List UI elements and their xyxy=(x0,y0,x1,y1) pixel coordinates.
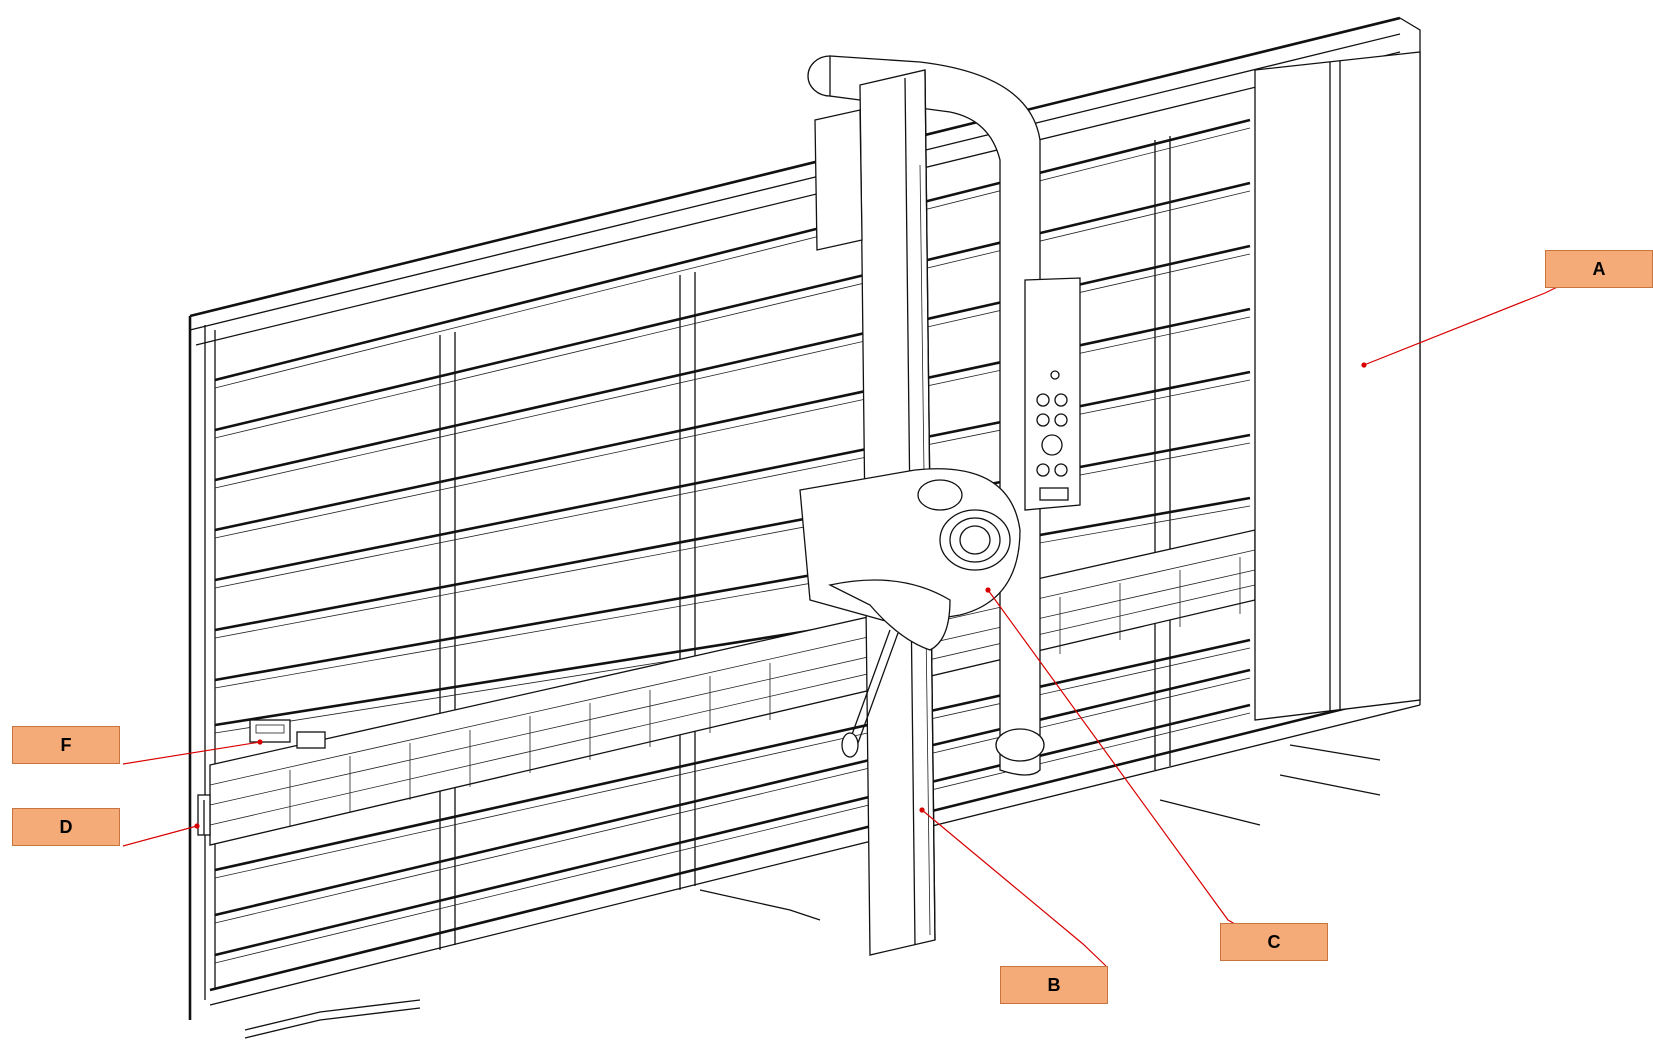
lever xyxy=(197,794,211,836)
lower-roller-bar xyxy=(209,529,1256,846)
extraction-hose xyxy=(807,55,1045,776)
callout-c: C xyxy=(1220,923,1328,961)
callout-a: A xyxy=(1545,250,1653,288)
saw-unit xyxy=(799,468,1021,758)
support-slats xyxy=(214,118,1251,964)
machine-frame xyxy=(188,16,1421,1020)
side-panel xyxy=(1254,51,1421,721)
measuring-display xyxy=(249,719,326,749)
control-panel xyxy=(1024,277,1081,511)
callout-f: F xyxy=(12,726,120,764)
callout-d: D xyxy=(12,808,120,846)
callout-b: B xyxy=(1000,966,1108,1004)
machine-feet xyxy=(244,744,1381,1039)
